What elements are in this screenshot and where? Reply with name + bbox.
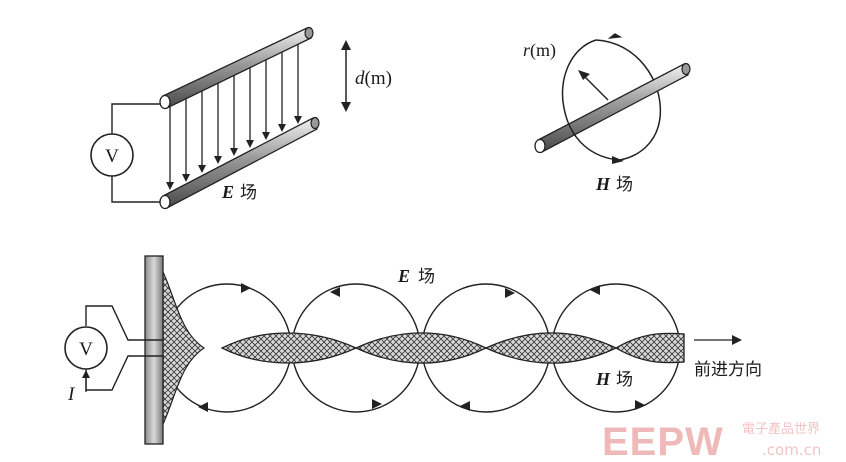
e-field-parallel-rods: V [90,26,392,210]
h-field-lenses [220,332,685,364]
e-field-arrows [166,42,302,190]
h-field-single-rod: r(m) H 场 [523,33,691,195]
svg-text:r(m): r(m) [523,40,556,61]
upper-rod [159,26,314,110]
radiating-plate [144,255,164,445]
watermark-url: .com.cn [762,441,821,459]
e-field-word: 场 [240,183,257,203]
wave-h-letter: H [595,369,611,389]
h-field-letter: H [595,174,611,194]
lower-wire [111,176,161,203]
source-voltmeter-icon [64,326,108,370]
wave-e-word: 场 [418,267,435,287]
source-voltmeter-label: V [79,339,93,360]
eepw-watermark: EEPW 電子產品世界 .com.cn [602,420,821,462]
distance-unit: (m) [365,68,392,89]
h-loop-back [595,39,662,161]
upper-wire [111,103,161,134]
single-rod [534,62,691,154]
wave-h-word: 场 [616,370,633,390]
distance-dimension [341,40,351,112]
radius-unit: (m) [530,40,556,61]
distance-variable: d [355,68,365,89]
voltmeter-icon [90,133,134,177]
radius-variable: r [523,40,531,60]
h-field-word: 场 [616,175,633,195]
voltmeter-label: V [105,146,119,167]
direction-label: 前进方向 [694,360,762,380]
feed-line-upper [85,305,163,341]
wave-e-letter: E [397,266,410,286]
near-field-region [162,271,206,425]
loop-arrowheads [198,283,645,412]
current-label: I [67,384,76,405]
propagating-wave: V I E 场 H 场 前进方向 [64,255,762,445]
lower-rod [159,116,320,210]
radius-arrow [581,73,609,101]
watermark-chinese: 電子產品世界 [742,421,820,437]
svg-text:d(m): d(m) [355,68,392,89]
e-field-letter: E [221,182,234,202]
watermark-brand: EEPW [602,420,724,462]
h-loop-front [561,39,621,161]
